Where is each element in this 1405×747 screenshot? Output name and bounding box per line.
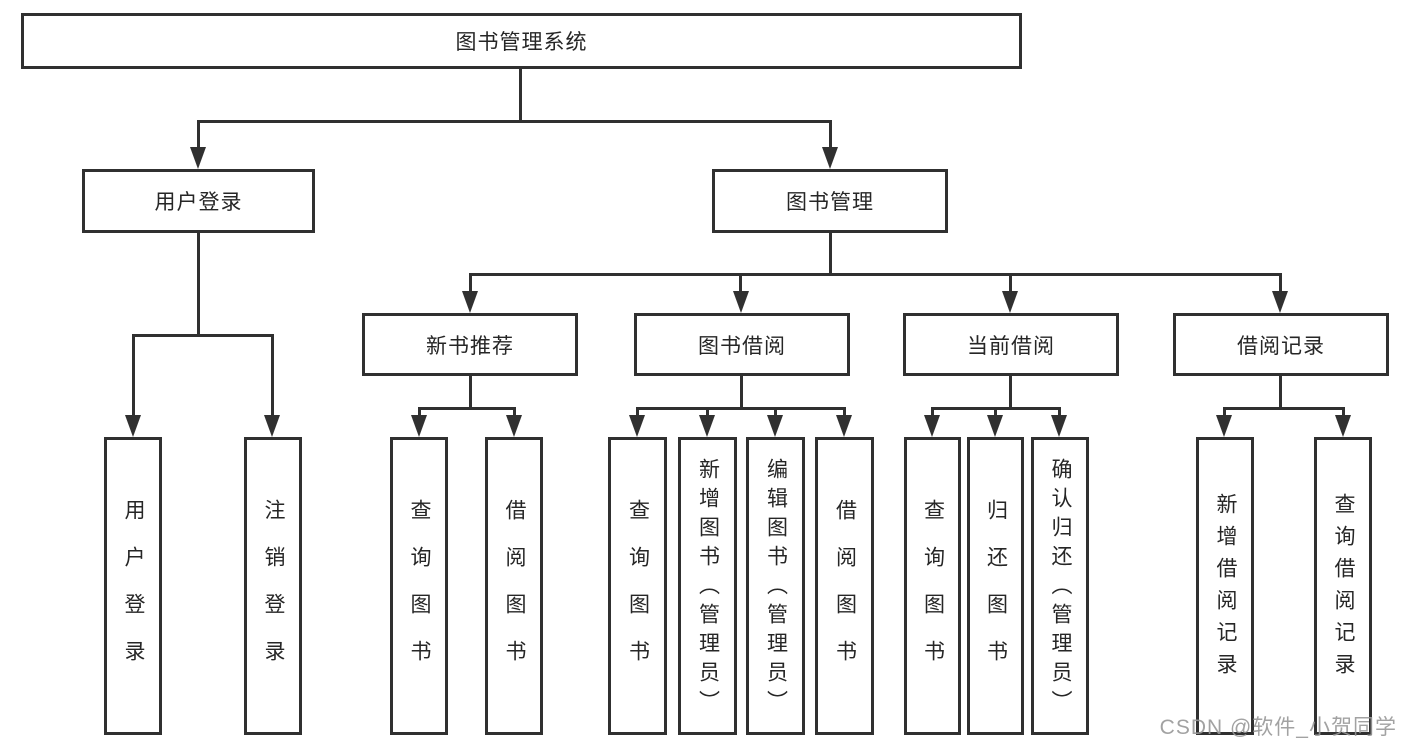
connector-drop xyxy=(197,120,200,148)
leaf-edit-books-admin: 编辑图书（管理员） xyxy=(746,437,805,735)
arrow-down-icon xyxy=(1002,291,1018,313)
csdn-watermark: CSDN @软件_小贺同学 xyxy=(1159,716,1397,739)
arrow-down-icon xyxy=(822,147,838,169)
connector-module-stem xyxy=(740,376,743,407)
connector-group-bar xyxy=(418,407,516,410)
node-borrow-records: 借阅记录 xyxy=(1173,313,1389,376)
arrow-down-icon xyxy=(1051,415,1067,437)
arrow-down-icon xyxy=(125,415,141,437)
connector-root-stem xyxy=(519,69,522,120)
arrow-down-icon xyxy=(767,415,783,437)
connector-drop xyxy=(774,407,777,419)
connector-drop xyxy=(1342,407,1345,419)
arrow-down-icon xyxy=(924,415,940,437)
connector-drop xyxy=(1279,273,1282,292)
connector-drop xyxy=(513,407,516,419)
arrow-down-icon xyxy=(462,291,478,313)
leaf-return-books: 归还图书 xyxy=(967,437,1024,735)
arrow-down-icon xyxy=(1335,415,1351,437)
arrow-down-icon xyxy=(699,415,715,437)
connector-drop xyxy=(706,407,709,419)
arrow-down-icon xyxy=(506,415,522,437)
connector-module-stem xyxy=(469,376,472,407)
arrow-down-icon xyxy=(629,415,645,437)
leaf-query-books: 查询图书 xyxy=(390,437,448,735)
connector-drop xyxy=(132,334,135,415)
connector-drop xyxy=(829,120,832,148)
connector-group-bar xyxy=(636,407,846,410)
connector-drop xyxy=(994,407,997,419)
arrow-down-icon xyxy=(190,147,206,169)
node-book-management: 图书管理 xyxy=(712,169,948,233)
connector-mgmt-stem xyxy=(829,233,832,273)
connector-drop xyxy=(843,407,846,419)
leaf-add-books-admin: 新增图书（管理员） xyxy=(678,437,737,735)
connector-module-stem xyxy=(1279,376,1282,407)
connector-drop xyxy=(1223,407,1226,419)
leaf-logout: 注销登录 xyxy=(244,437,302,735)
connector-drop xyxy=(739,273,742,292)
connector-drop xyxy=(271,334,274,415)
connector-group-bar xyxy=(1223,407,1345,410)
arrow-down-icon xyxy=(1272,291,1288,313)
leaf-query-borrow-record: 查询借阅记录 xyxy=(1314,437,1372,735)
node-book-borrow: 图书借阅 xyxy=(634,313,850,376)
connector-mgmt-bar xyxy=(469,273,1282,276)
arrow-down-icon xyxy=(411,415,427,437)
leaf-confirm-return-admin: 确认归还（管理员） xyxy=(1031,437,1089,735)
arrow-down-icon xyxy=(264,415,280,437)
connector-drop xyxy=(636,407,639,419)
leaf-borrow-books: 借阅图书 xyxy=(815,437,874,735)
arrow-down-icon xyxy=(1216,415,1232,437)
connector-drop xyxy=(931,407,934,419)
arrow-down-icon xyxy=(836,415,852,437)
arrow-down-icon xyxy=(987,415,1003,437)
connector-login-bar xyxy=(132,334,274,337)
node-user-login: 用户登录 xyxy=(82,169,315,233)
leaf-query-books: 查询图书 xyxy=(608,437,667,735)
leaf-add-borrow-record: 新增借阅记录 xyxy=(1196,437,1254,735)
connector-module-stem xyxy=(1009,376,1012,407)
connector-drop xyxy=(469,273,472,292)
node-library-system: 图书管理系统 xyxy=(21,13,1022,69)
connector-drop xyxy=(1058,407,1061,419)
connector-drop xyxy=(1009,273,1012,292)
connector-drop xyxy=(418,407,421,419)
arrow-down-icon xyxy=(733,291,749,313)
leaf-borrow-books: 借阅图书 xyxy=(485,437,543,735)
node-new-book-recommend: 新书推荐 xyxy=(362,313,578,376)
leaf-user-login: 用户登录 xyxy=(104,437,162,735)
connector-login-stem xyxy=(197,233,200,334)
leaf-query-books: 查询图书 xyxy=(904,437,961,735)
node-current-borrow: 当前借阅 xyxy=(903,313,1119,376)
connector-root-bar xyxy=(197,120,832,123)
